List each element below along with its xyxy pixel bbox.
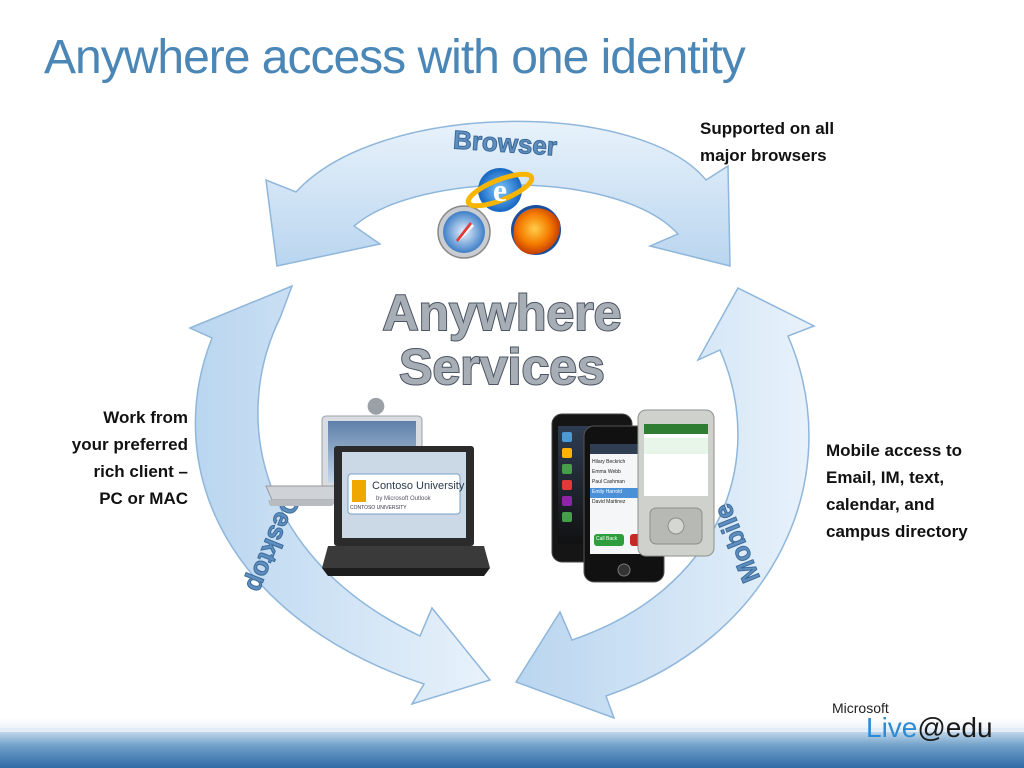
laptop-screen-sub: by Microsoft Outlook bbox=[376, 496, 431, 502]
footer-band bbox=[0, 718, 1024, 768]
mobile-caption-line: calendar, and bbox=[826, 495, 935, 514]
desktop-arc-arrow bbox=[188, 284, 492, 706]
list-item: David Martinez bbox=[592, 499, 626, 505]
live-edu-logo: Microsoft Live@edu bbox=[832, 700, 993, 748]
smartphone-image bbox=[637, 409, 715, 557]
logo-product-rest: @edu bbox=[917, 712, 993, 743]
center-heading-line2: Services bbox=[399, 339, 605, 395]
pc-laptop-image bbox=[322, 446, 490, 576]
desktop-caption-line: rich client – bbox=[93, 462, 188, 481]
list-item: Hilary Beckrich bbox=[592, 459, 626, 465]
safari-icon bbox=[437, 205, 491, 259]
phone-contact-list: Hilary Beckrich Emma Webb Paul Cashman E… bbox=[592, 457, 656, 507]
phone-call-back-label: Call Back bbox=[596, 536, 618, 542]
apple-logo-icon: ● bbox=[366, 393, 385, 418]
mobile-caption-line: campus directory bbox=[826, 522, 968, 541]
browser-arc-arrow bbox=[265, 120, 731, 267]
list-item: Paul Cashman bbox=[592, 479, 625, 485]
logo-product-live: Live bbox=[866, 712, 918, 743]
desktop-caption-line: your preferred bbox=[71, 435, 188, 454]
firefox-icon bbox=[511, 205, 561, 255]
laptop-screen-brand: CONTOSO UNIVERSITY bbox=[350, 505, 407, 511]
mobile-caption-line: Email, IM, text, bbox=[826, 468, 945, 487]
mobile-caption-line: Mobile access to bbox=[826, 441, 963, 460]
browser-caption: Supported on all major browsers bbox=[700, 115, 880, 169]
center-heading-line1: Anywhere bbox=[383, 285, 622, 341]
logo-product: Live@edu bbox=[866, 712, 993, 743]
laptop-screen-title: Contoso University bbox=[372, 480, 465, 492]
svg-text:e: e bbox=[493, 172, 507, 208]
desktop-caption-line: Work from bbox=[103, 408, 188, 427]
desktop-caption-line: PC or MAC bbox=[99, 489, 188, 508]
slide-title: Anywhere access with one identity bbox=[44, 31, 746, 84]
browser-arc-label: Browser bbox=[452, 124, 558, 161]
browser-caption-line: major browsers bbox=[700, 146, 827, 165]
mobile-caption: Mobile access to Email, IM, text, calend… bbox=[826, 437, 1016, 545]
browser-caption-line: Supported on all bbox=[700, 119, 835, 138]
list-item: Emma Webb bbox=[592, 469, 621, 475]
list-item: Emily Harrold bbox=[592, 489, 623, 495]
internet-explorer-icon: e bbox=[465, 168, 535, 212]
desktop-caption: Work from your preferred rich client – P… bbox=[40, 404, 188, 512]
logo-company: Microsoft bbox=[832, 700, 889, 716]
